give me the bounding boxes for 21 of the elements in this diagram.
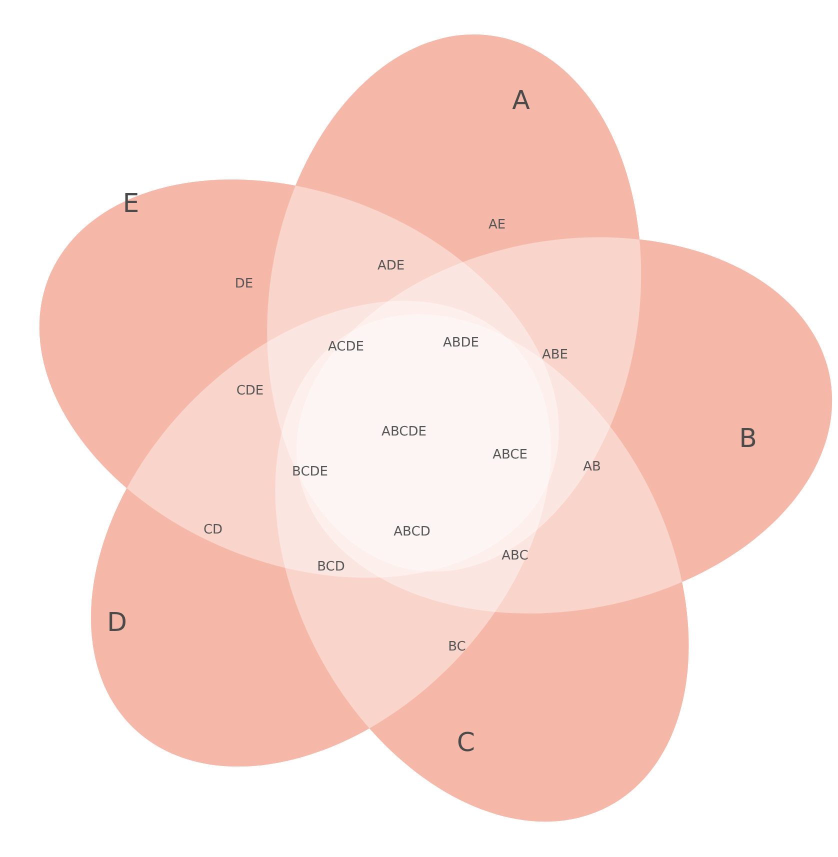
set-label: A xyxy=(512,86,530,116)
region-label: BC xyxy=(448,640,466,654)
region-label: BCD xyxy=(317,560,345,574)
region-label: ABCD xyxy=(394,526,430,538)
region-label: ACDE xyxy=(328,340,364,354)
region-label: ABCDE xyxy=(382,426,426,438)
region-label: ABE xyxy=(542,348,568,362)
set-label: C xyxy=(456,728,476,758)
region-label: ABC xyxy=(502,550,528,562)
region-label: ABDE xyxy=(442,336,480,350)
region-label: CDE xyxy=(236,384,264,398)
set-label: B xyxy=(739,424,757,454)
region-label: AE xyxy=(488,218,506,232)
region-label: ABCE xyxy=(492,448,528,462)
region-label: DE xyxy=(234,278,254,290)
region-label: ADE xyxy=(377,260,405,272)
region-label: CD xyxy=(203,524,223,536)
set-label: D xyxy=(106,608,128,638)
region-label: BCDE xyxy=(292,466,328,478)
set-label: E xyxy=(122,189,140,219)
region-label: AB xyxy=(583,460,601,474)
